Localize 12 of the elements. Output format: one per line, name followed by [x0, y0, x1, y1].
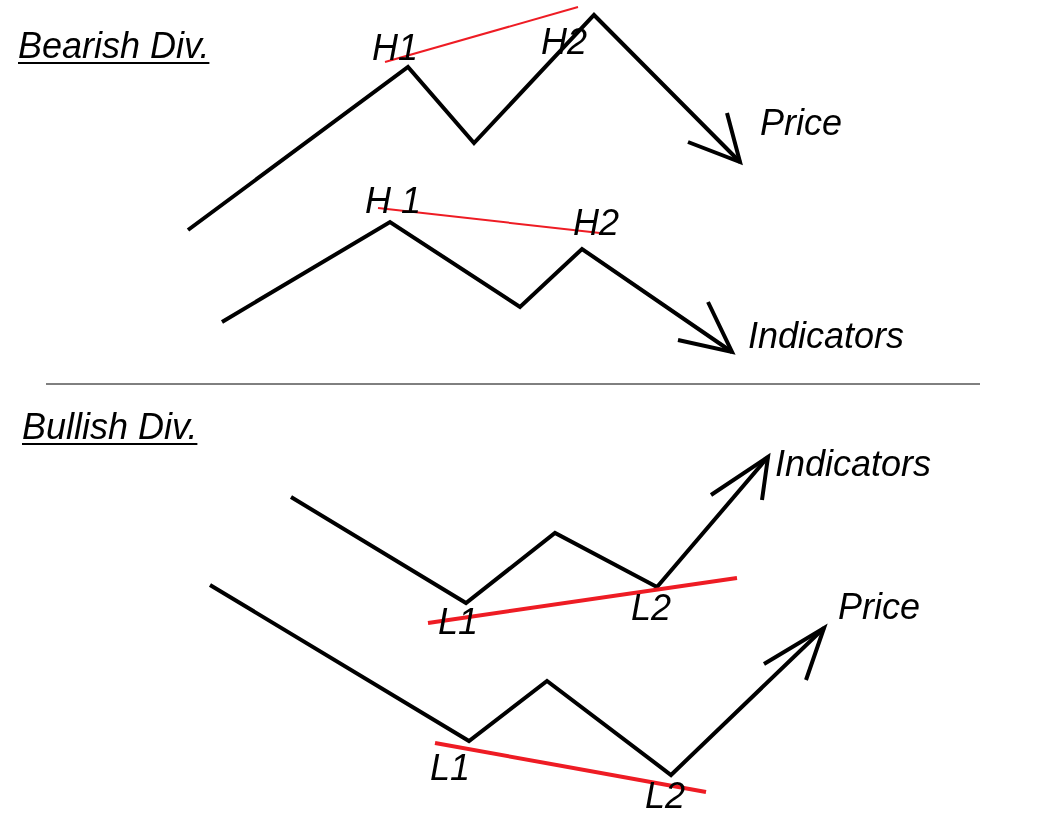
section-heading: Bearish Div. — [18, 28, 210, 64]
series-label: Indicators — [748, 318, 905, 354]
peak-label: H 1 — [365, 183, 422, 219]
section-heading: Bullish Div. — [22, 409, 198, 445]
peak-label: H1 — [372, 30, 419, 66]
series-label: Indicators — [775, 446, 932, 482]
trough-label: L2 — [631, 590, 672, 626]
trough-label: L2 — [645, 778, 686, 814]
series-label: Price — [760, 105, 843, 141]
trough-label: L1 — [430, 750, 471, 786]
series-label: Price — [838, 589, 921, 625]
peak-label: H2 — [573, 205, 620, 241]
